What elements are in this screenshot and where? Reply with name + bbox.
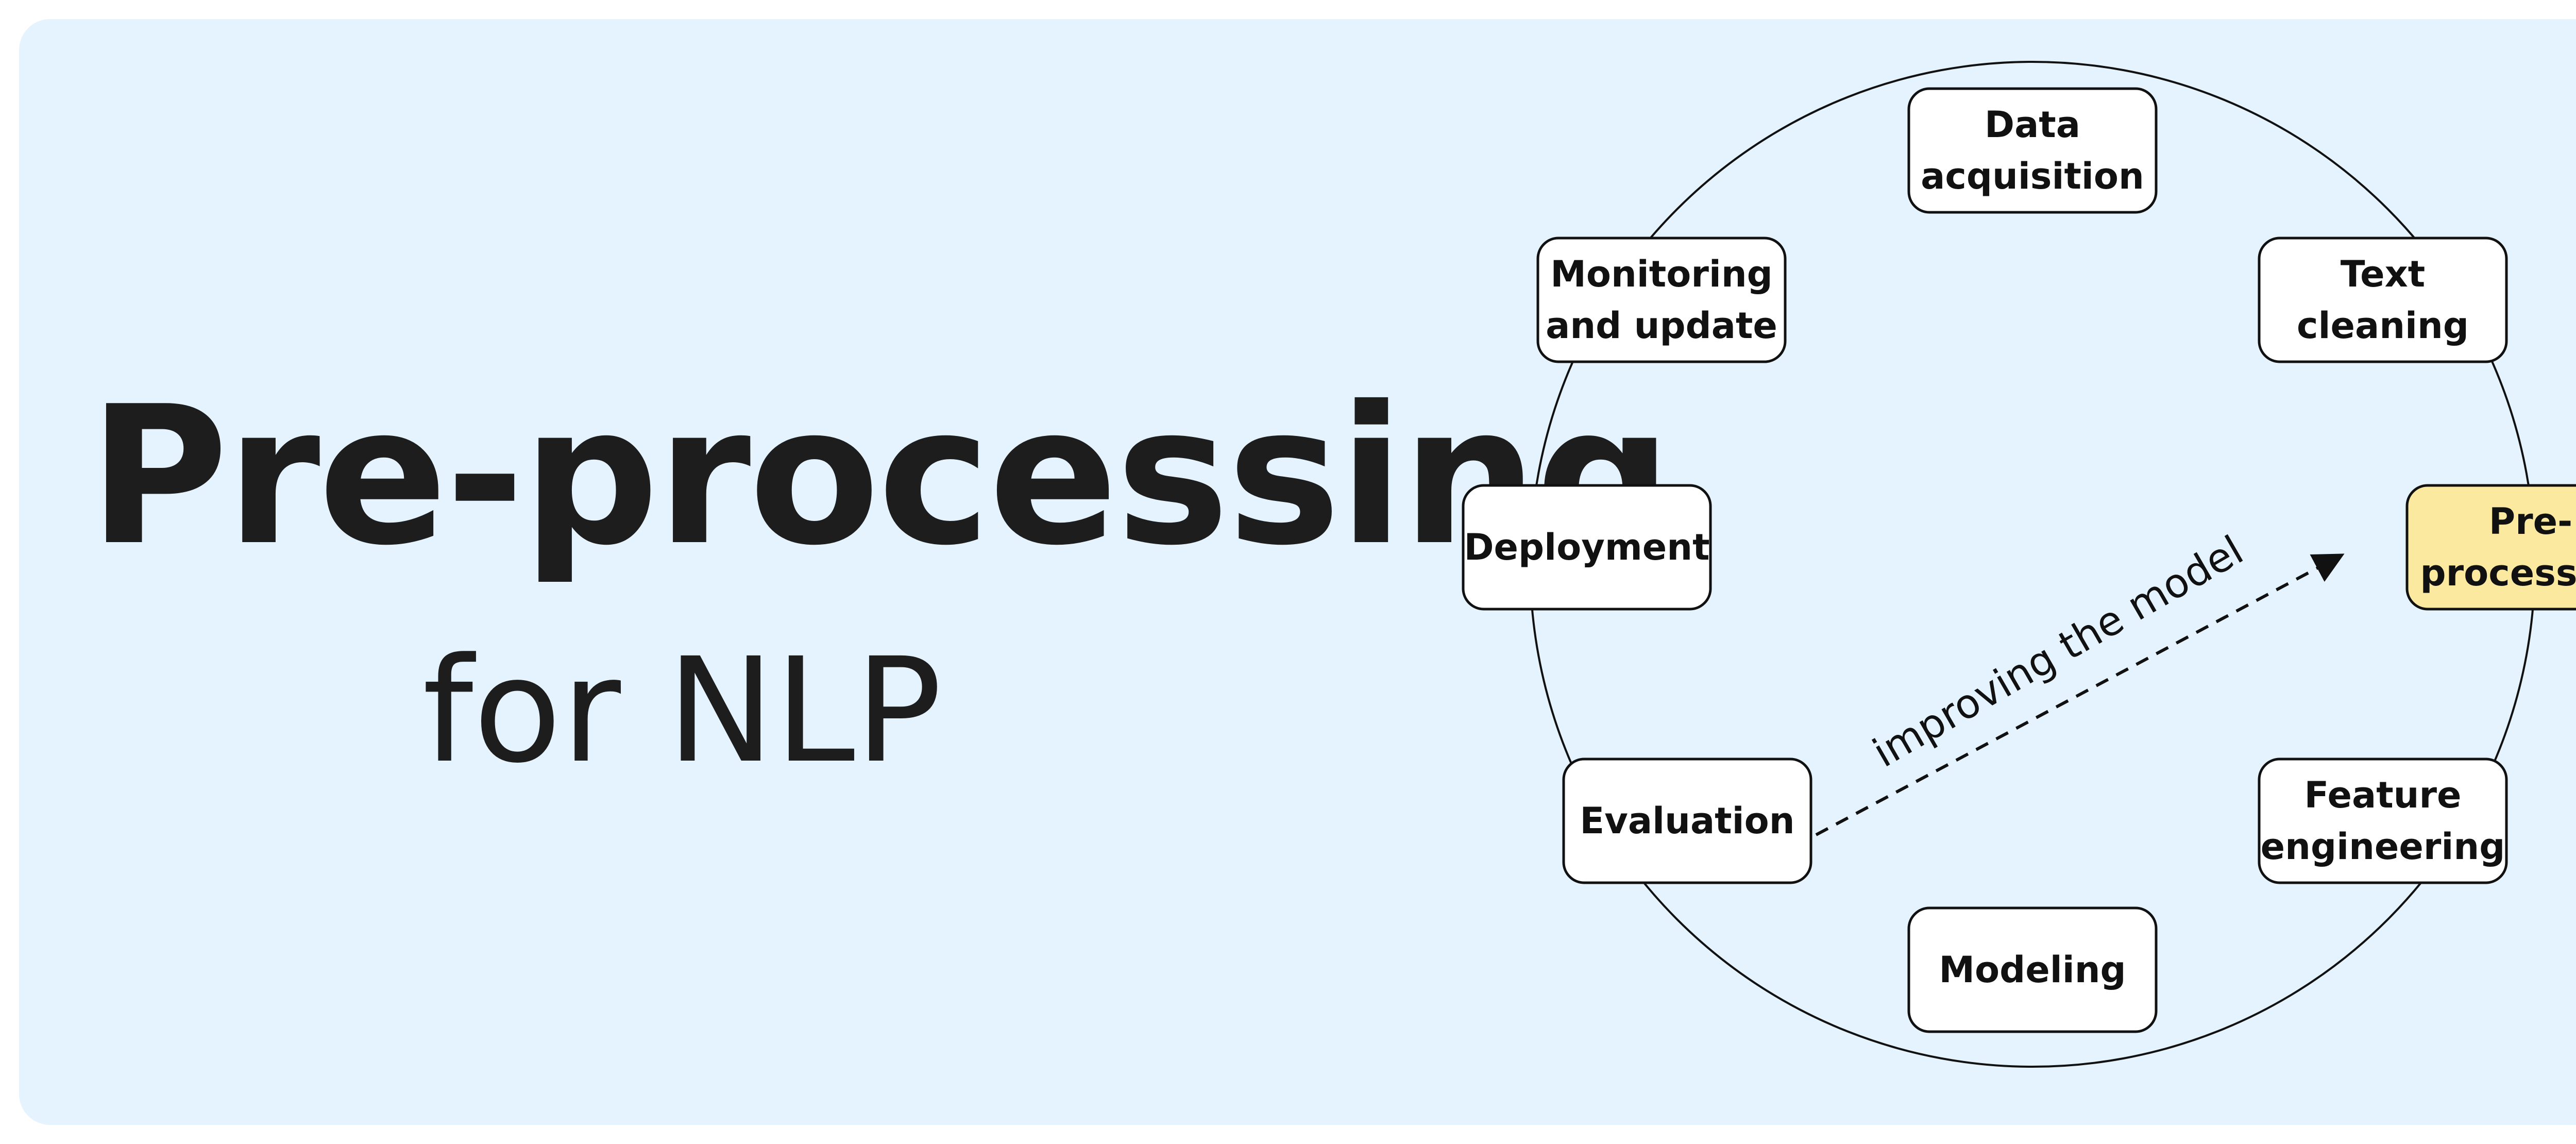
node-box-monitoring-and-update [1536, 237, 1787, 363]
node-label-line1: Evaluation [1580, 800, 1795, 842]
node-label-line1: Text [2340, 253, 2426, 295]
node-label-modeling: Modeling [1939, 944, 2126, 996]
node-label-line1: Monitoring [1550, 253, 1773, 295]
node-label-evaluation: Evaluation [1580, 795, 1794, 847]
node-label-pre-processing: Pre-processing [2420, 496, 2576, 599]
node-box-feature-engineering [2258, 758, 2508, 884]
title-block: Pre-processing for NLP [89, 381, 1672, 795]
node-label-line1: Feature [2304, 774, 2462, 816]
node-label-line2: and update [1546, 305, 1777, 347]
node-label-line1: Data [1984, 104, 2081, 146]
node-box-text-cleaning [2258, 237, 2508, 363]
node-label-line1: Modeling [1939, 949, 2126, 991]
page-subtitle: for NLP [422, 627, 942, 795]
node-box-data-acquisition [1907, 87, 2158, 214]
node-label-line2: cleaning [2297, 305, 2469, 347]
node-label-line1: Deployment [1464, 526, 1710, 568]
node-label-line2: acquisition [1921, 155, 2144, 197]
node-box-modeling [1907, 906, 2158, 1033]
improvement-arrow [1815, 553, 2345, 836]
node-label-line2: engineering [2260, 826, 2505, 868]
node-label-deployment: Deployment [1464, 521, 1709, 573]
node-box-pre-processing [2405, 484, 2576, 611]
node-label-line1: Pre- [2488, 500, 2573, 543]
node-label-line2: processing [2420, 552, 2576, 594]
node-label-monitoring-and-update: Monitoring and update [1546, 248, 1777, 351]
node-box-deployment [1462, 484, 1712, 611]
node-label-text-cleaning: Text cleaning [2297, 248, 2469, 351]
node-label-feature-engineering: Feature engineering [2261, 769, 2505, 872]
node-label-data-acquisition: Data acquisition [1921, 99, 2144, 202]
node-box-evaluation [1562, 758, 1812, 884]
